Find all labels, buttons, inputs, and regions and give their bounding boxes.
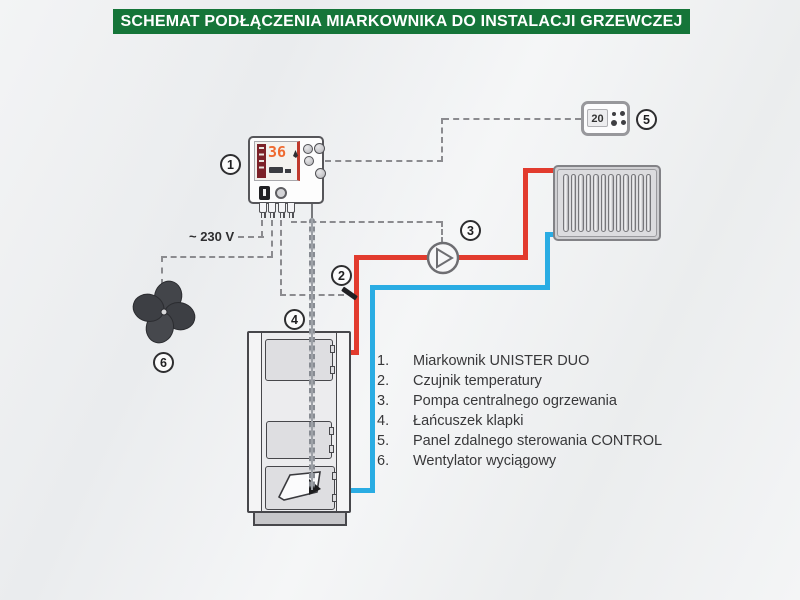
boiler-right-panel [336,333,349,511]
legend-item: 2. Czujnik temperatury [377,372,677,392]
feeder-icon [269,167,283,173]
wire-power-v [261,220,263,237]
remote-button [621,120,626,125]
callout-6: 6 [153,352,174,373]
plug-fan [268,202,276,218]
pipe-cold-up [545,232,550,290]
radiator [553,165,661,241]
main-switch [259,186,270,200]
hinge [332,472,337,480]
controller-display-panel: 36 [254,141,300,181]
legend-item: 3. Pompa centralnego ogrzewania [377,392,677,412]
power-voltage-label: ~ 230 V [189,229,235,244]
wire-remote-h1 [325,160,443,162]
legend-item-text: Pompa centralnego ogrzewania [413,392,617,409]
wire-fan-v2 [161,256,163,285]
ok-button [303,144,313,154]
legend-item-text: Łańcuszek klapki [413,412,524,429]
pipe-cold-boiler-stub [348,488,375,493]
legend-item-text: Miarkownik UNISTER DUO [413,353,590,369]
remote-display: 20 [587,109,608,127]
pipe-hot-riser [354,255,359,355]
controller-unit: 36 [248,136,326,204]
callout-3: 3 [460,220,481,241]
boiler-door-top [265,339,333,381]
up-button [314,143,325,154]
legend-item-number: 1. [377,353,390,369]
power-button [315,168,326,179]
callout-2: 2 [331,265,352,286]
pipe-hot-radiator-stub [523,168,555,173]
flame-icon [293,150,298,158]
legend-list: 1. Miarkownik UNISTER DUO 2. Czujnik tem… [377,352,677,471]
plug-power [259,202,267,218]
wire-remote-h2 [443,118,581,120]
plug-pump [287,202,295,218]
remote-button [620,111,625,116]
hinge [332,494,337,502]
callout-5: 5 [636,109,657,130]
plug-sensor [278,202,286,218]
legend-item-text: Czujnik temperatury [413,372,542,389]
wire-remote-v [441,118,443,162]
legend-item: 4. Łańcuszek klapki [377,412,677,432]
wire-power-h [238,236,264,238]
callout-4: 4 [284,309,305,330]
down-button [304,156,314,166]
hinge [330,366,335,374]
pipe-cold-horizontal [370,285,550,290]
fuse-button [275,187,287,199]
legend-item-text: Panel zdalnego sterowania CONTROL [413,432,663,449]
wire-pump-v [441,221,443,243]
pipe-cold-radiator-stub [545,232,555,237]
wire-pump-h [291,221,442,223]
boiler-base [253,511,347,526]
hinge [329,445,334,453]
hinge [330,345,335,353]
pipe-cold-riser [370,285,375,493]
chain-icon [309,218,315,490]
pipe-hot-boiler-stub [348,350,358,355]
boiler-left-panel [249,333,262,511]
legend-item: 1. Miarkownik UNISTER DUO [377,352,677,372]
fan-icon [132,280,196,344]
wire-fan-h [161,256,273,258]
remote-button [611,120,617,126]
chain-stem [311,203,313,219]
legend-item-number: 4. [377,412,390,429]
pipe-hot-up [523,168,528,260]
remote-control-panel: 20 [581,101,630,136]
legend-item: 5. Panel zdalnego sterowania CONTROL [377,432,677,452]
wire-sensor-v [280,220,282,295]
legend-item: 6. Wentylator wyciągowy [377,452,677,472]
legend-item-text: Wentylator wyciągowy [413,452,557,469]
flap-icon [277,471,321,501]
legend-item-number: 6. [377,452,390,469]
temperature-display: 36 [268,143,287,161]
strip-icons [259,147,264,173]
hinge [329,427,334,435]
legend-item-number: 5. [377,432,390,449]
status-icon [285,169,291,173]
radiator-ribs [557,169,657,237]
pump-icon [426,241,460,275]
boiler-door-middle [266,421,332,459]
wire-fan-v1 [271,220,273,257]
controller-side-strip [257,144,266,178]
page-title: SCHEMAT PODŁĄCZENIA MIARKOWNIKA DO INSTA… [113,9,690,34]
legend-item-number: 3. [377,392,390,409]
legend-item-number: 2. [377,372,390,389]
callout-1: 1 [220,154,241,175]
remote-button [612,112,616,116]
